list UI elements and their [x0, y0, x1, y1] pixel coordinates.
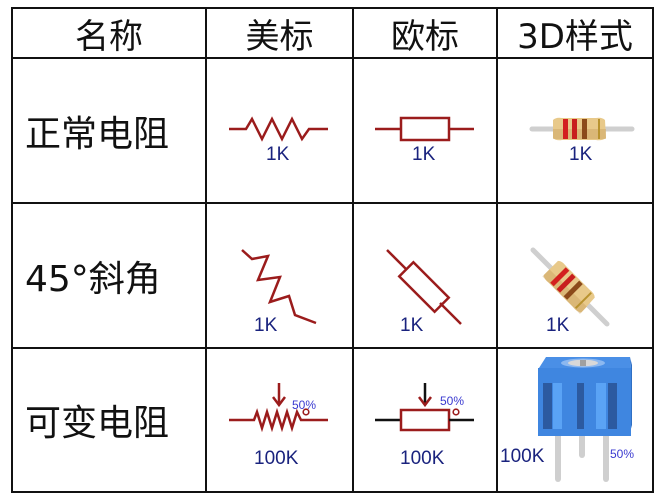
row-label-variable: 可变电阻	[25, 403, 170, 444]
header-name: 名称	[75, 16, 143, 57]
3d-variable-value: 100K	[500, 446, 545, 467]
row-label-normal: 正常电阻	[25, 113, 170, 155]
row-label-45deg: 45°斜角	[25, 258, 161, 300]
row-divider	[13, 202, 652, 204]
resistor-comparison-table: 名称 美标 欧标 3D样式 正常电阻 45°斜角 可变电阻	[11, 7, 654, 493]
column-divider	[205, 9, 207, 491]
us-variable-value: 100K	[254, 448, 299, 469]
header-eu-standard: 欧标	[391, 16, 459, 57]
header-us-standard: 美标	[245, 16, 314, 57]
us-normal-value: 1K	[266, 144, 290, 165]
column-divider	[352, 9, 354, 491]
row-divider	[13, 57, 652, 59]
3d-normal-value: 1K	[569, 144, 593, 165]
us-45deg-value: 1K	[254, 315, 278, 336]
eu-normal-value: 1K	[412, 144, 436, 165]
us-variable-percent: 50%	[292, 398, 317, 412]
3d-45deg-value: 1K	[546, 315, 570, 336]
column-divider	[496, 9, 498, 491]
eu-variable-percent: 50%	[440, 394, 465, 408]
header-3d-style: 3D样式	[517, 16, 633, 57]
3d-variable-percent: 50%	[610, 447, 635, 461]
eu-45deg-value: 1K	[400, 315, 424, 336]
row-divider	[13, 347, 652, 349]
eu-variable-value: 100K	[400, 448, 445, 469]
